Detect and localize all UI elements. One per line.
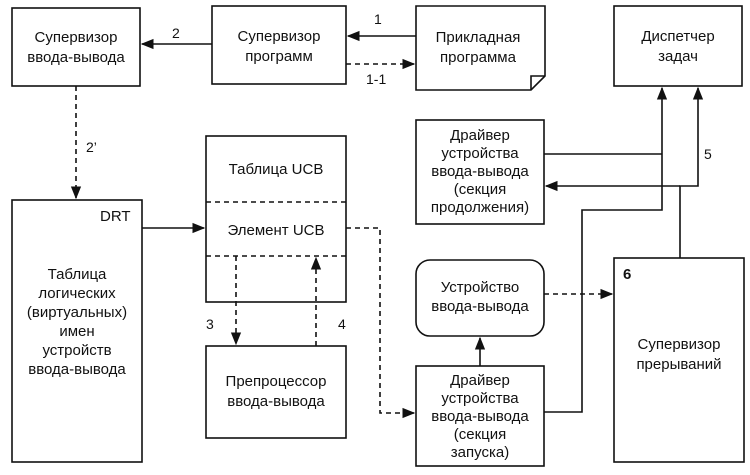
application-program-line-2: программа (440, 49, 517, 66)
interrupt-supervisor-line-2: прерываний (636, 356, 721, 373)
task-dispatcher-line-1: Диспетчер (641, 28, 714, 45)
flow-label-3: 3 (206, 316, 214, 332)
drt-label: DRT (100, 208, 131, 225)
logical-names-line-5: устройств (42, 342, 111, 359)
io-preprocessor-box: Препроцессор ввода-вывода (205, 345, 347, 439)
driver-start-line-1: Драйвер (450, 372, 510, 389)
interrupt-supervisor-number: 6 (623, 266, 631, 283)
interrupt-supervisor-box: 6 Супервизор прерываний (613, 257, 745, 463)
io-supervisor-line-1: Супервизор (35, 29, 118, 46)
task-dispatcher-box: Диспетчер задач (613, 5, 743, 87)
application-program-box: Прикладная программа (415, 5, 546, 91)
arrow-5 (679, 86, 704, 258)
logical-names-line-4: имен (59, 323, 94, 340)
flow-label-2: 2 (172, 25, 180, 41)
ucb-table-title: Таблица UCB (229, 161, 324, 178)
driver-continuation-box: Драйвер устройства ввода-вывода (секция … (415, 119, 545, 225)
driver-continuation-line-5: продолжения) (431, 199, 529, 216)
arrow-ucb-to-driver-start (346, 227, 416, 419)
io-device-line-1: Устройство (441, 279, 519, 296)
driver-start-line-2: устройства (441, 390, 519, 407)
task-dispatcher-line-2: задач (658, 48, 698, 65)
ucb-table-box: Таблица UCB Элемент UCB (205, 135, 347, 303)
driver-start-line-5: запуска) (451, 444, 509, 461)
program-supervisor-box: Супервизор программ (211, 5, 347, 85)
ucb-element-label: Элемент UCB (227, 222, 324, 239)
interrupt-supervisor-line-1: Супервизор (638, 336, 721, 353)
flow-label-1-1: 1-1 (366, 71, 386, 87)
application-program-line-1: Прикладная (436, 29, 521, 46)
io-device-box: Устройство ввода-вывода (415, 259, 545, 337)
flow-label-2-prime: 2’ (86, 139, 97, 155)
flow-label-5: 5 (704, 146, 712, 162)
driver-continuation-line-1: Драйвер (450, 127, 510, 144)
driver-start-line-3: ввода-вывода (431, 408, 529, 425)
driver-start-line-4: (секция (454, 426, 507, 443)
logical-names-line-6: ввода-вывода (28, 361, 126, 378)
program-supervisor-line-2: программ (245, 48, 313, 65)
logical-names-table-box: DRT Таблица логических (виртуальных) име… (11, 199, 143, 463)
flow-label-4: 4 (338, 316, 346, 332)
driver-continuation-line-3: ввода-вывода (431, 163, 529, 180)
io-supervisor-line-2: ввода-вывода (27, 49, 125, 66)
io-supervisor-box: Супервизор ввода-вывода (11, 7, 141, 87)
logical-names-line-2: логических (38, 285, 116, 302)
io-preprocessor-line-2: ввода-вывода (227, 393, 325, 410)
logical-names-line-1: Таблица (48, 266, 107, 283)
flow-label-1: 1 (374, 11, 382, 27)
driver-continuation-line-4: (секция (454, 181, 507, 198)
arrow-driver-start-to-dispatcher (544, 86, 668, 413)
io-device-line-2: ввода-вывода (431, 298, 529, 315)
driver-start-box: Драйвер устройства ввода-вывода (секция … (415, 365, 545, 467)
driver-continuation-line-2: устройства (441, 145, 519, 162)
logical-names-line-3: (виртуальных) (27, 304, 127, 321)
io-preprocessor-line-1: Препроцессор (226, 373, 327, 390)
program-supervisor-line-1: Супервизор (238, 28, 321, 45)
